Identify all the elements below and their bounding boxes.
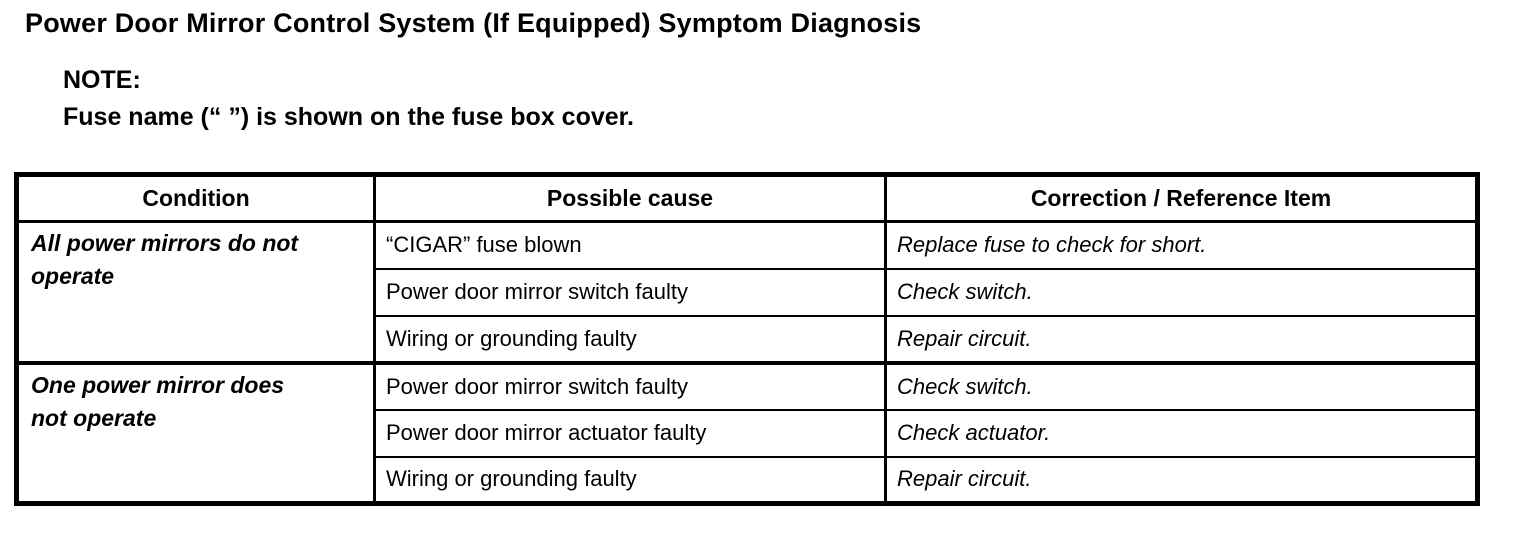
column-header-condition: Condition xyxy=(15,173,376,223)
column-header-possible-cause: Possible cause xyxy=(373,173,887,223)
table-row: One power mirror does not operate Power … xyxy=(15,360,1479,505)
table-row: Wiring or grounding faulty Repair circui… xyxy=(17,455,1479,505)
column-header-correction-reference-item: Correction / Reference Item xyxy=(884,173,1479,223)
note-label: NOTE: xyxy=(63,66,141,94)
cause-cell: Power door mirror actuator faulty xyxy=(373,408,887,458)
table-row: Power door mirror switch faulty Check sw… xyxy=(17,267,1479,317)
table-header-row: Condition Possible cause Correction / Re… xyxy=(15,173,1479,223)
correction-cell: Check switch. xyxy=(884,267,1479,317)
condition-cell: One power mirror does not operate xyxy=(15,360,376,505)
cause-cell: Power door mirror switch faulty xyxy=(373,267,887,317)
table-row: All power mirrors do not operate “CIGAR”… xyxy=(15,220,1479,364)
table-row: Power door mirror actuator faulty Check … xyxy=(17,408,1479,458)
cause-cell: Power door mirror switch faulty xyxy=(373,360,887,411)
correction-cell: Replace fuse to check for short. xyxy=(884,220,1479,270)
page-title: Power Door Mirror Control System (If Equ… xyxy=(25,8,922,38)
condition-cell: All power mirrors do not operate xyxy=(15,220,376,364)
correction-cell: Check actuator. xyxy=(884,408,1479,458)
cause-cell: Wiring or grounding faulty xyxy=(373,455,887,505)
note-text: Fuse name (“ ”) is shown on the fuse box… xyxy=(63,103,634,131)
table-row: Wiring or grounding faulty Repair circui… xyxy=(17,314,1479,364)
correction-cell: Check switch. xyxy=(884,360,1479,411)
symptom-diagnosis-table: Condition Possible cause Correction / Re… xyxy=(14,172,1480,506)
cause-cell: Wiring or grounding faulty xyxy=(373,314,887,364)
note-block: NOTE: Fuse name (“ ”) is shown on the fu… xyxy=(63,62,1520,136)
cause-cell: “CIGAR” fuse blown xyxy=(373,220,887,270)
correction-cell: Repair circuit. xyxy=(884,314,1479,364)
correction-cell: Repair circuit. xyxy=(884,455,1479,505)
